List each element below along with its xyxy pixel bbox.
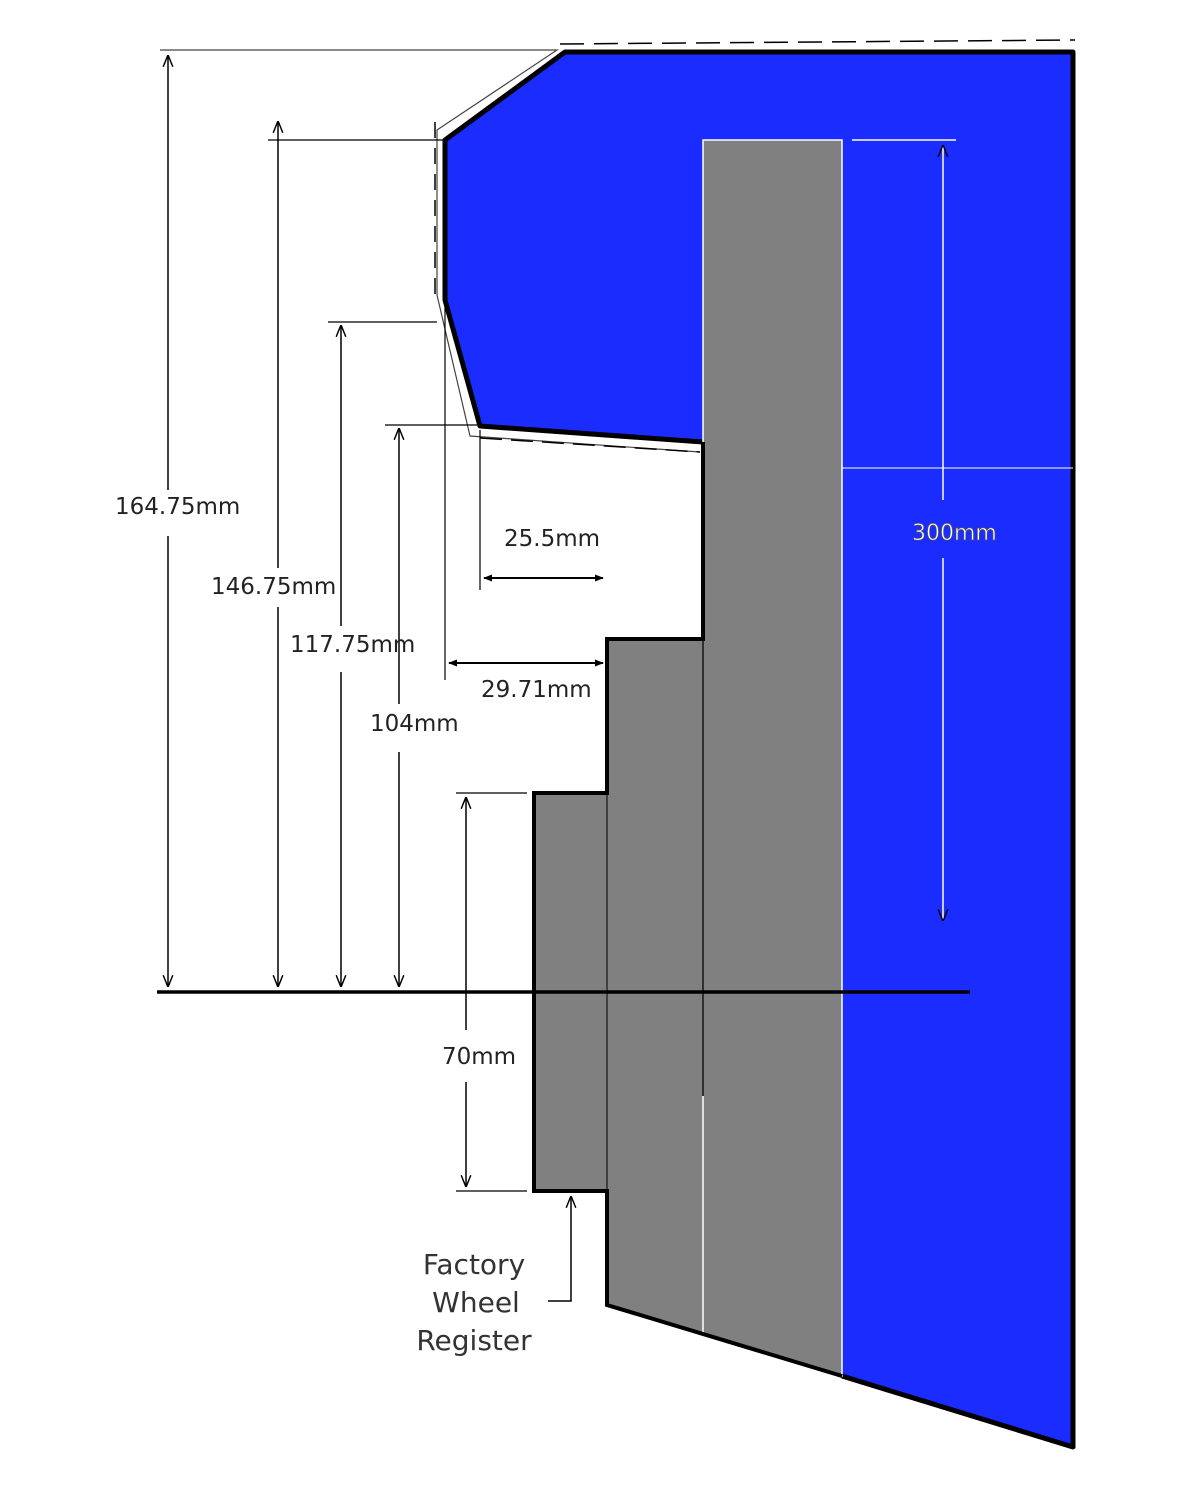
ghost-dash-top	[559, 39, 1076, 45]
dim-label-104: 104mm	[370, 711, 459, 737]
callout-line-2: Wheel	[432, 1286, 520, 1319]
dim-label-146: 146.75mm	[211, 574, 336, 600]
hub-body	[534, 140, 842, 1376]
wheel-outline	[442, 49, 1076, 1450]
ghost-outline-solid	[160, 49, 701, 453]
dim-label-117: 117.75mm	[290, 632, 415, 658]
ghost-dash-bottom	[479, 437, 701, 453]
wheel-body	[445, 52, 1073, 1447]
callout-line-3: Register	[416, 1324, 532, 1357]
dim-label-164: 164.75mm	[115, 494, 240, 520]
callout-line-1: Factory	[423, 1248, 525, 1281]
dim-label-29: 29.71mm	[481, 677, 592, 703]
hub-outline	[532, 442, 843, 1378]
dim-label-70: 70mm	[442, 1044, 516, 1070]
dim-label-300: 300mm	[912, 521, 997, 546]
dim-label-25: 25.5mm	[504, 526, 600, 552]
callout-leader	[548, 1197, 571, 1302]
